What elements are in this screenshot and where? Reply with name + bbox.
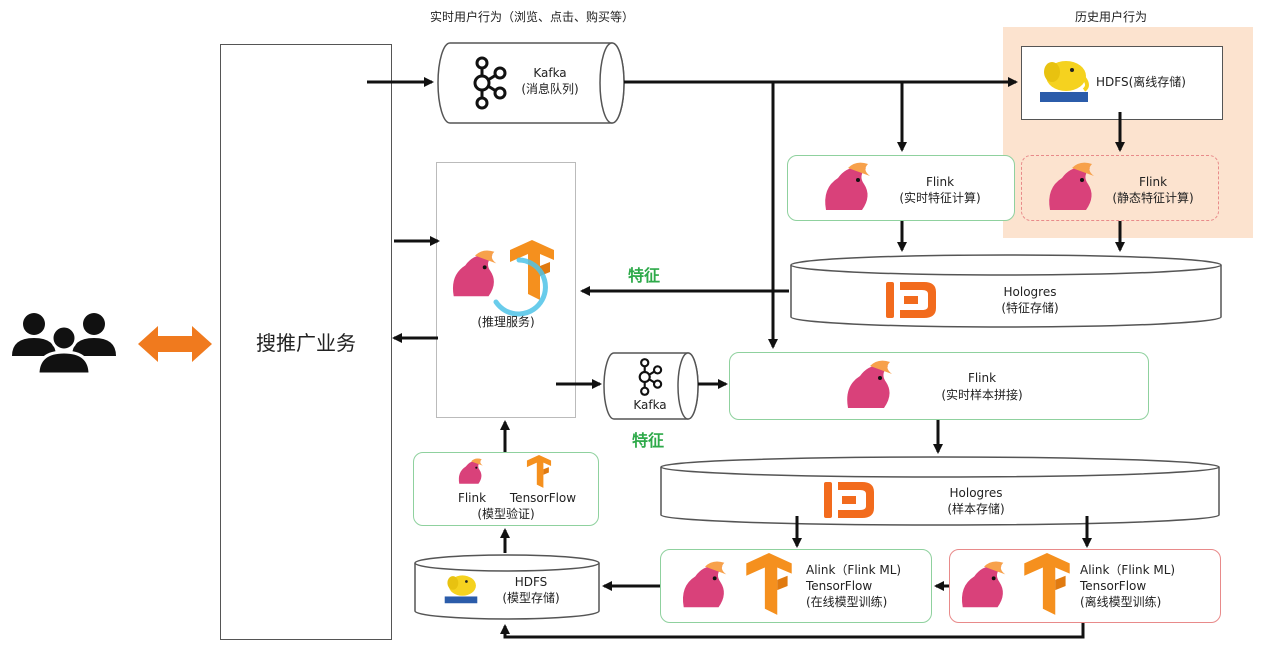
hadoop-elephant-icon xyxy=(444,575,478,604)
flink-squirrel-icon xyxy=(825,162,870,210)
model-validate-tf: TensorFlow xyxy=(509,491,577,505)
flink-squirrel-icon xyxy=(458,458,483,484)
tensorflow-icon xyxy=(1024,553,1070,615)
hologres-sample-name: Hologres xyxy=(949,486,1003,500)
flink-realtime-feature-name: Flink xyxy=(925,175,955,189)
online-train-line2: TensorFlow xyxy=(806,579,873,593)
hologres-sample-cylinder xyxy=(660,456,1220,526)
model-validate-flink: Flink xyxy=(457,491,487,505)
offline-train-line2: TensorFlow xyxy=(1080,579,1147,593)
tensorflow-icon xyxy=(526,455,552,488)
arrow-offline-train-hdfs-loop xyxy=(500,623,1085,639)
hologres-icon xyxy=(886,282,936,318)
model-validate-box xyxy=(413,452,599,526)
flink-squirrel-icon xyxy=(682,561,727,608)
kafka-top-name: Kafka xyxy=(533,66,567,80)
double-arrow-icon xyxy=(138,326,212,362)
kafka-mid-name: Kafka xyxy=(633,398,667,412)
flink-static-feature-sub: (静态特征计算) xyxy=(1112,191,1194,205)
hologres-feature-sub: (特征存储) xyxy=(1001,301,1059,315)
hdfs-model-sub: (模型存储) xyxy=(502,591,560,605)
kafka-icon xyxy=(638,358,663,396)
business-label: 搜推广业务 xyxy=(256,331,356,355)
model-validate-sub: (模型验证) xyxy=(477,507,535,521)
inference-sub: (推理服务) xyxy=(477,315,535,329)
flink-squirrel-icon xyxy=(452,250,497,297)
flink-realtime-feature-box xyxy=(787,155,1015,221)
kafka-mid-cylinder xyxy=(603,352,699,420)
flink-realtime-feature-sub: (实时特征计算) xyxy=(899,191,981,205)
feature-label-top: 特征 xyxy=(628,266,661,285)
realtime-behavior-label: 实时用户行为（浏览、点击、购买等） xyxy=(430,10,635,24)
flink-squirrel-icon xyxy=(847,360,892,408)
flink-sample-name: Flink xyxy=(967,371,997,385)
business-box: 搜推广业务 xyxy=(220,44,392,640)
offline-train-line1: Alink（Flink ML) xyxy=(1080,563,1176,577)
feature-label-bottom: 特征 xyxy=(632,431,665,450)
hdfs-offline-name: HDFS(离线存储) xyxy=(1096,75,1186,89)
hdfs-model-name: HDFS xyxy=(514,575,548,589)
users-icon xyxy=(12,313,116,376)
flink-static-feature-name: Flink xyxy=(1138,175,1168,189)
flink-squirrel-icon xyxy=(961,561,1006,608)
loading-spinner-icon xyxy=(493,257,548,317)
hadoop-elephant-icon xyxy=(1040,61,1089,102)
online-train-line1: Alink（Flink ML) xyxy=(806,563,902,577)
hologres-icon xyxy=(824,482,874,518)
kafka-top-cylinder xyxy=(437,42,625,124)
hologres-feature-cylinder xyxy=(790,254,1222,328)
hologres-sample-sub: (样本存储) xyxy=(947,502,1005,516)
kafka-top-sub: (消息队列) xyxy=(521,82,579,96)
flink-sample-sub: (实时样本拼接) xyxy=(941,388,1023,402)
online-train-sub: (在线模型训练) xyxy=(806,595,888,609)
history-behavior-label: 历史用户行为 xyxy=(1075,10,1148,24)
tensorflow-icon xyxy=(746,553,792,615)
kafka-icon xyxy=(473,56,507,110)
flink-squirrel-icon xyxy=(1049,162,1094,210)
hologres-feature-name: Hologres xyxy=(1003,285,1057,299)
offline-train-sub: (离线模型训练) xyxy=(1080,595,1162,609)
flink-sample-box xyxy=(729,352,1149,420)
